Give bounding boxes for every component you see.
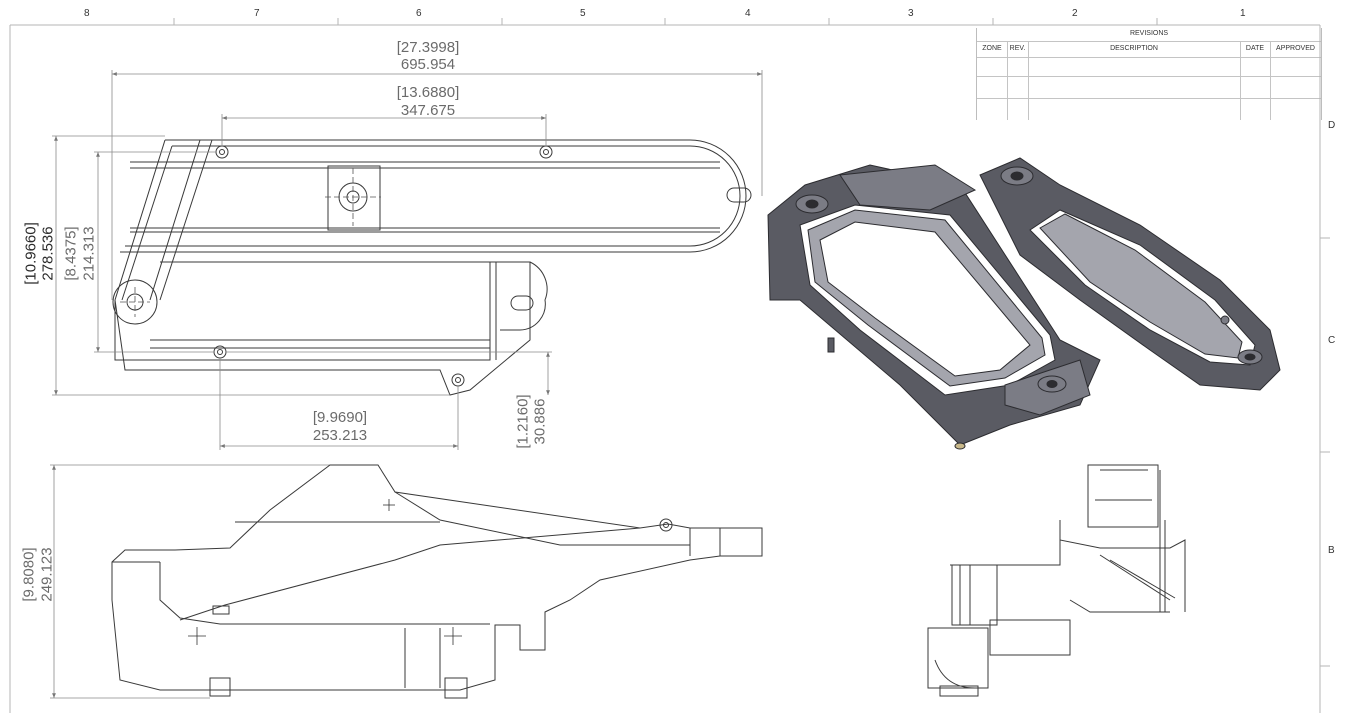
- top-view: [112, 139, 752, 396]
- zone-label-c: C: [1328, 335, 1336, 346]
- revisions-col-approved: APPROVED: [1276, 45, 1315, 52]
- isometric-view: [767, 157, 1281, 450]
- dim-hole-span-in: [13.6880]: [396, 84, 460, 101]
- zone-label-4: 4: [745, 8, 751, 19]
- dim-overall-length-mm: 695.954: [400, 56, 456, 73]
- zone-label-7: 7: [254, 8, 260, 19]
- dim-overall-height-mm: 278.536: [39, 226, 57, 281]
- dim-offset-mm: 30.886: [531, 398, 549, 445]
- revisions-title: REVISIONS: [1129, 30, 1169, 37]
- dim-lower-span-mm: 253.213: [312, 427, 368, 444]
- dimension-lines: [50, 70, 763, 699]
- dim-offset-in: [1.2160]: [514, 394, 532, 449]
- zone-label-8: 8: [84, 8, 90, 19]
- side-view: [111, 464, 763, 699]
- zone-label-2: 2: [1072, 8, 1078, 19]
- dim-overall-length-in: [27.3998]: [396, 39, 460, 56]
- dim-side-height-mm: 249.123: [38, 547, 56, 602]
- zone-label-d: D: [1328, 120, 1336, 131]
- zone-label-b: B: [1328, 545, 1335, 556]
- revisions-col-date: DATE: [1245, 45, 1265, 52]
- revisions-col-description: DESCRIPTION: [1110, 45, 1158, 52]
- revisions-table: REVISIONS ZONE REV. DESCRIPTION DATE APP…: [976, 28, 1322, 120]
- zone-label-1: 1: [1240, 8, 1246, 19]
- dim-side-height-in: [9.8080]: [20, 547, 38, 602]
- dim-hole-span-mm: 347.675: [400, 102, 456, 119]
- zone-label-6: 6: [416, 8, 422, 19]
- dim-lower-span-in: [9.9690]: [312, 409, 368, 426]
- zone-label-3: 3: [908, 8, 914, 19]
- end-view: [927, 464, 1186, 697]
- zone-label-5: 5: [580, 8, 586, 19]
- dim-overall-height-in: [10.9660]: [22, 222, 40, 285]
- dim-inner-height-mm: 214.313: [80, 226, 98, 281]
- revisions-col-zone: ZONE: [982, 45, 1002, 52]
- dim-inner-height-in: [8.4375]: [62, 226, 80, 281]
- revisions-col-rev: REV.: [1009, 45, 1026, 52]
- sheet-border: [9, 18, 1330, 713]
